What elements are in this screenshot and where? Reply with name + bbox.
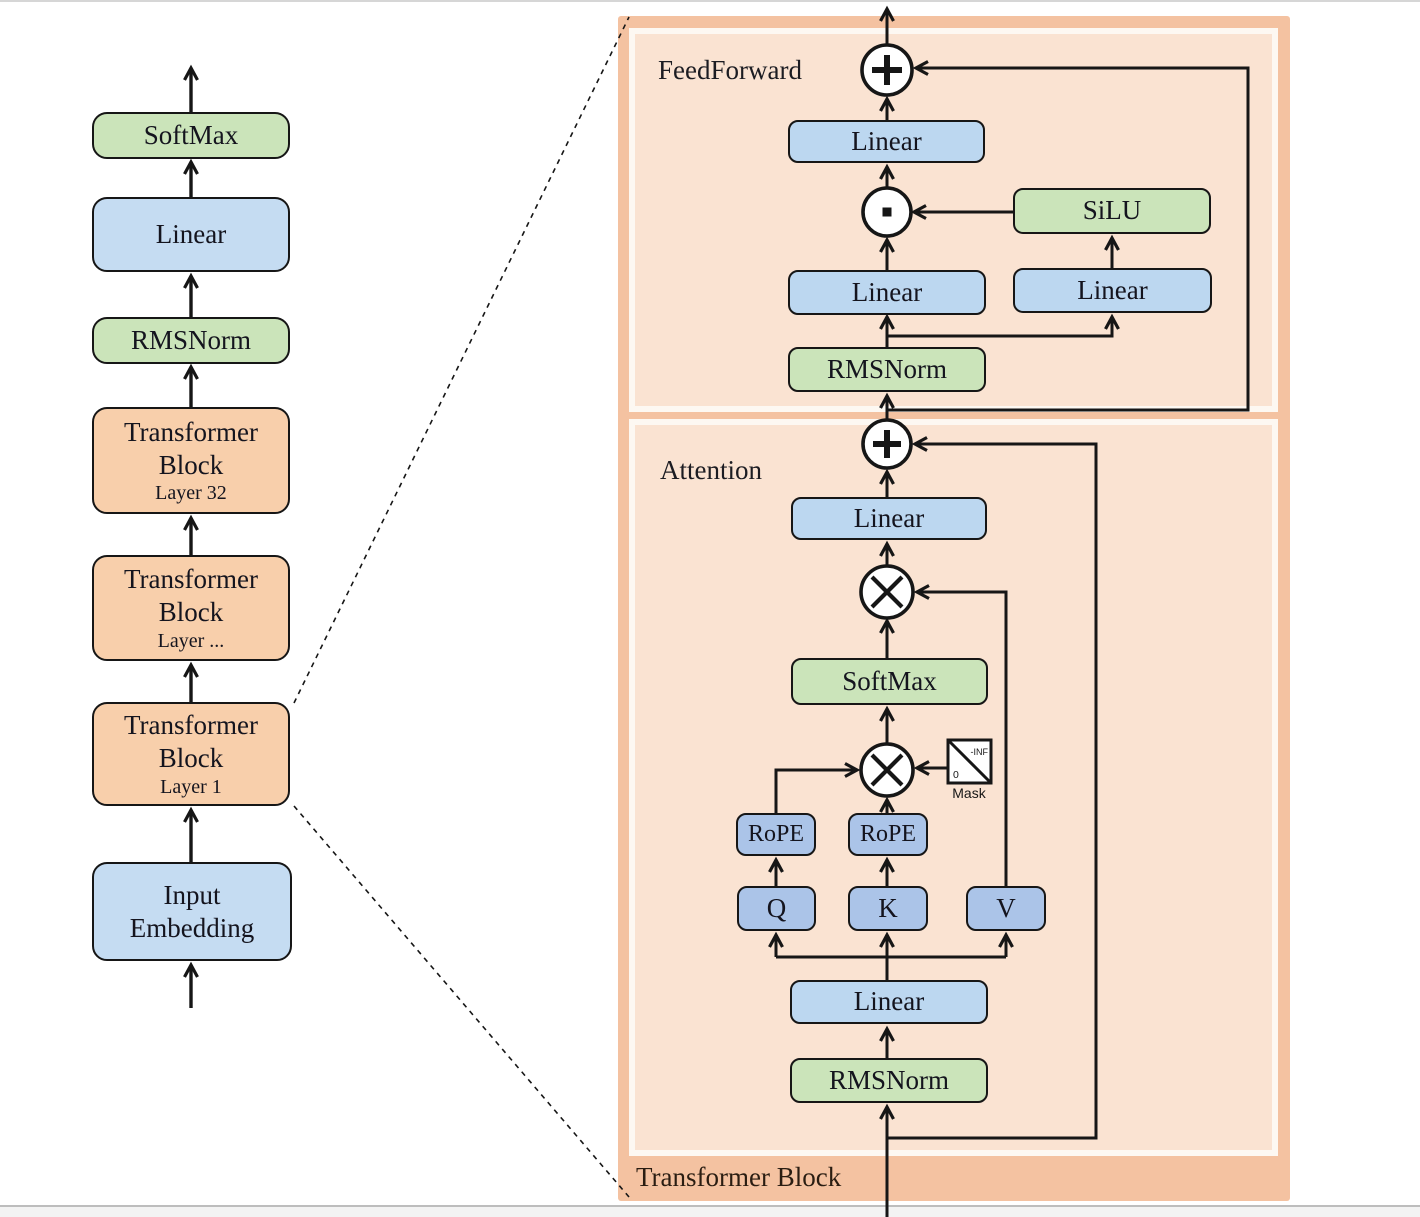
input-embedding-line1: Input (163, 879, 221, 910)
rope-q-label: RoPE (747, 820, 804, 847)
k-box: K (848, 886, 928, 931)
elementwise-product-icon (861, 186, 913, 238)
matmul-icon (859, 742, 915, 798)
mask-label: Mask (952, 785, 986, 801)
block-title-line2: Block (158, 449, 224, 480)
att-linear-input-label: Linear (853, 986, 925, 1017)
mask-neg-inf-value: -INF (971, 747, 989, 757)
softmax-box-label: SoftMax (143, 119, 239, 150)
linear-box: Linear (92, 197, 290, 272)
att-linear-output-box: Linear (791, 497, 987, 540)
rmsnorm-box-label: RMSNorm (130, 324, 252, 355)
block-title-line2: Block (158, 743, 224, 773)
k-label: K (878, 892, 898, 923)
att-softmax-label: SoftMax (842, 665, 937, 696)
transformer-block-layer32-box: Transformer Block Layer 32 (92, 407, 290, 514)
block-title-line2: Block (158, 597, 224, 627)
block-layer-subtitle: Layer ... (157, 629, 225, 652)
v-label: V (996, 892, 1016, 923)
transformer-block-layer-dots-box: Transformer Block Layer ... (92, 555, 290, 661)
ff-linear-output-label: Linear (851, 125, 922, 156)
rope-q-box: RoPE (736, 813, 816, 856)
matmul-icon (859, 564, 915, 620)
zoom-guide-dashes (293, 16, 630, 1198)
linear-box-label: Linear (155, 218, 227, 249)
block-title-line1: Transformer (124, 710, 258, 741)
att-linear-input-box: Linear (790, 980, 988, 1024)
attention-wires (768, 436, 1098, 1217)
softmax-box: SoftMax (92, 112, 290, 159)
ff-rmsnorm-label: RMSNorm (826, 353, 948, 384)
input-embedding-box: Input Embedding (92, 862, 292, 961)
block-layer-subtitle: Layer 1 (160, 775, 222, 798)
screenshot-bottom-margin (0, 1207, 1420, 1217)
add-icon (861, 418, 913, 470)
ff-silu-label: SiLU (1082, 195, 1142, 226)
feedforward-wires (879, 5, 1250, 419)
attention-label: Attention (660, 455, 762, 485)
block-title-line1: Transformer (124, 416, 258, 447)
ff-linear-right-label: Linear (1077, 274, 1148, 305)
feedforward-label: FeedForward (658, 55, 802, 85)
add-icon (860, 43, 914, 97)
screenshot-top-border (0, 0, 1420, 2)
ff-linear-output-box: Linear (788, 120, 985, 163)
ff-linear-right-box: Linear (1013, 268, 1212, 313)
ff-silu-box: SiLU (1013, 188, 1211, 234)
q-label: Q (766, 892, 787, 923)
rope-k-box: RoPE (848, 813, 928, 856)
v-box: V (966, 886, 1046, 931)
rope-k-label: RoPE (859, 820, 916, 847)
att-linear-output-label: Linear (853, 502, 925, 533)
mask-zero-value: 0 (953, 769, 959, 781)
block-layer-subtitle: Layer 32 (155, 482, 227, 505)
input-embedding-line2: Embedding (129, 912, 255, 943)
screenshot-bottom-border (0, 1205, 1420, 1207)
transformer-block-panel-title: Transformer Block (636, 1162, 842, 1192)
block-title-line1: Transformer (124, 564, 258, 595)
att-rmsnorm-box: RMSNorm (790, 1058, 988, 1103)
ff-linear-left-label: Linear (851, 276, 923, 307)
att-rmsnorm-label: RMSNorm (828, 1064, 950, 1095)
ff-rmsnorm-box: RMSNorm (788, 347, 986, 392)
transformer-block-layer1-box: Transformer Block Layer 1 (92, 702, 290, 806)
attention-section (629, 419, 1278, 1156)
rmsnorm-box: RMSNorm (92, 317, 290, 364)
causal-mask-icon: -INF 0 Mask (946, 738, 993, 801)
ff-linear-left-box: Linear (788, 270, 986, 315)
att-softmax-box: SoftMax (791, 658, 988, 705)
q-box: Q (737, 886, 816, 931)
